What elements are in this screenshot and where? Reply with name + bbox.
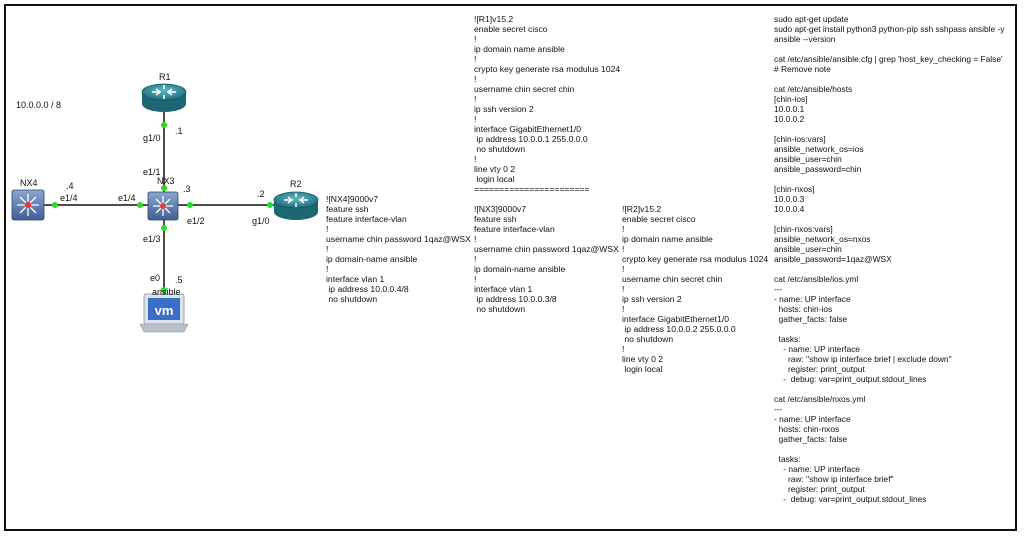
port-dot-nx3-e12 [187, 202, 193, 208]
device-label-nx3: NX3 [157, 176, 175, 186]
if-label-r2-g10: g1/0 [252, 216, 270, 226]
switch-nx3[interactable] [147, 191, 179, 221]
if-label-nx3-e13: e1/3 [143, 234, 161, 244]
port-dot-nx3-e13 [161, 225, 167, 231]
if-label-ansible-e0: e0 [150, 273, 161, 283]
if-label-nx3-e12: e1/2 [187, 216, 205, 226]
ip-label-ansible: .5 [175, 275, 183, 285]
port-dot-r1 [161, 122, 167, 128]
host-ansible[interactable]: vm [139, 293, 189, 333]
config-nx4: ![NX4]9000v7 feature ssh feature interfa… [326, 194, 471, 304]
ip-label-nx3: .3 [183, 184, 191, 194]
router-icon [152, 85, 176, 99]
network-label: 10.0.0.0 / 8 [16, 100, 62, 110]
device-label-r1: R1 [159, 72, 171, 82]
router-icon [284, 193, 308, 207]
config-r2: ![R2]v15.2 enable secret cisco ! ip doma… [622, 204, 769, 374]
ip-label-r2: .2 [257, 189, 265, 199]
canvas-frame [4, 4, 1017, 531]
port-dot-nx3-e14 [137, 202, 143, 208]
switch-nx4[interactable] [11, 189, 45, 221]
if-label-r1-g10: g1/0 [143, 133, 161, 143]
device-label-nx4: NX4 [20, 178, 38, 188]
router-r1[interactable] [141, 83, 187, 112]
router-r2[interactable] [273, 191, 319, 220]
ip-label-r1: .1 [175, 126, 183, 136]
config-nx3: ![NX3]9000v7 feature ssh feature interfa… [474, 204, 619, 314]
port-dot-ansible [161, 287, 167, 293]
port-dot-r2 [267, 202, 273, 208]
if-label-nx3-e11: e1/1 [143, 167, 161, 177]
links [40, 110, 285, 300]
device-label-r2: R2 [290, 179, 302, 189]
vm-icon: vm [155, 303, 174, 318]
config-ansible-notes: sudo apt-get update sudo apt-get install… [774, 14, 1005, 504]
if-label-nx4-e14: e1/4 [60, 193, 78, 203]
ip-label-nx4: .4 [66, 181, 74, 191]
port-dot-nx3-e11 [161, 185, 167, 191]
port-dot-nx4 [52, 202, 58, 208]
config-r1: ![R1]v15.2 enable secret cisco ! ip doma… [474, 14, 621, 194]
device-label-ansible: ansible [152, 287, 181, 297]
if-label-nx3-e14: e1/4 [118, 193, 136, 203]
port-dots [52, 122, 273, 293]
